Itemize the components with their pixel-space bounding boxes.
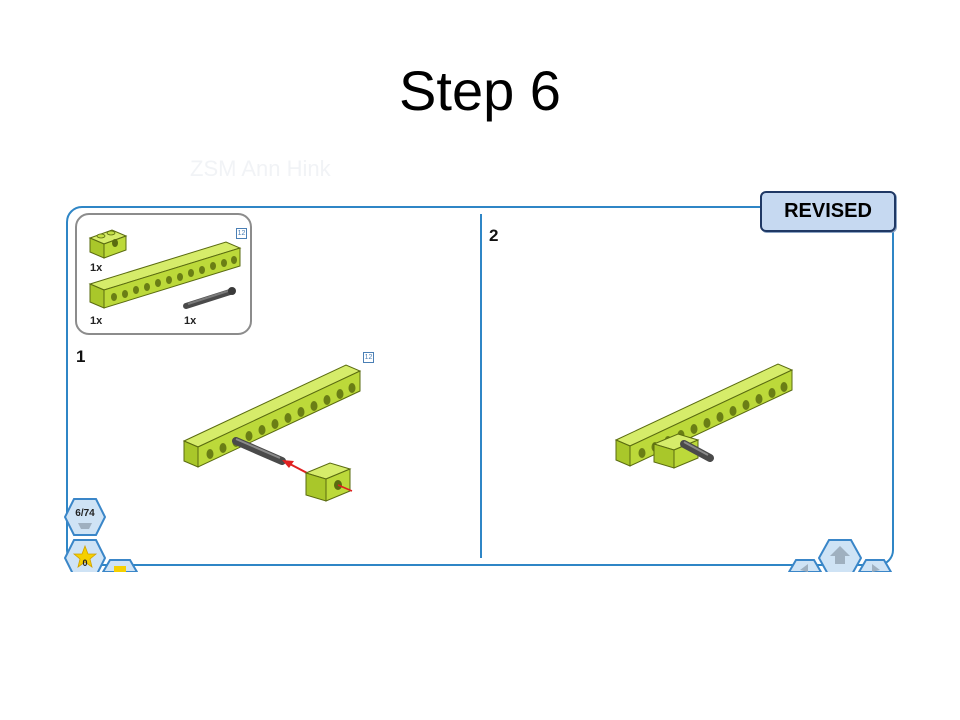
parts-qty-axle: 1x: [184, 315, 197, 327]
parts-list-box: [75, 213, 252, 335]
slide-title: Step 6: [399, 59, 561, 122]
step-2-number: 2: [489, 226, 499, 245]
star-hex-icon[interactable]: [64, 538, 106, 572]
faint-background-text: ZSM Ann Hink: [190, 156, 331, 181]
prev-hex-icon[interactable]: [788, 558, 822, 572]
step-1-size-tag: 12: [363, 352, 374, 363]
step-1-number: 1: [76, 347, 86, 366]
parts-qty-brick: 1x: [90, 262, 103, 274]
step-1-assembly-illustration: [182, 364, 362, 502]
instructions-frame: [66, 206, 894, 566]
page-hex-icon[interactable]: [64, 497, 106, 537]
revised-badge: REVISED: [760, 191, 896, 232]
parts-qty-beam: 1x: [90, 315, 103, 327]
parts-axle-icon: [183, 287, 236, 309]
step-2-assembly-illustration: [614, 363, 794, 469]
step-divider: [480, 214, 482, 558]
extra-hex-icon[interactable]: [102, 558, 138, 572]
home-hex-icon[interactable]: [818, 538, 862, 572]
parts-brick-small-icon: [88, 229, 128, 259]
parts-beam-icon: [88, 241, 242, 309]
parts-size-tag: 12: [236, 228, 247, 239]
page-counter: 6/74: [75, 508, 95, 519]
revised-label: REVISED: [784, 200, 872, 222]
next-hex-icon[interactable]: [858, 558, 892, 572]
bottom-counter: 0: [82, 558, 88, 568]
